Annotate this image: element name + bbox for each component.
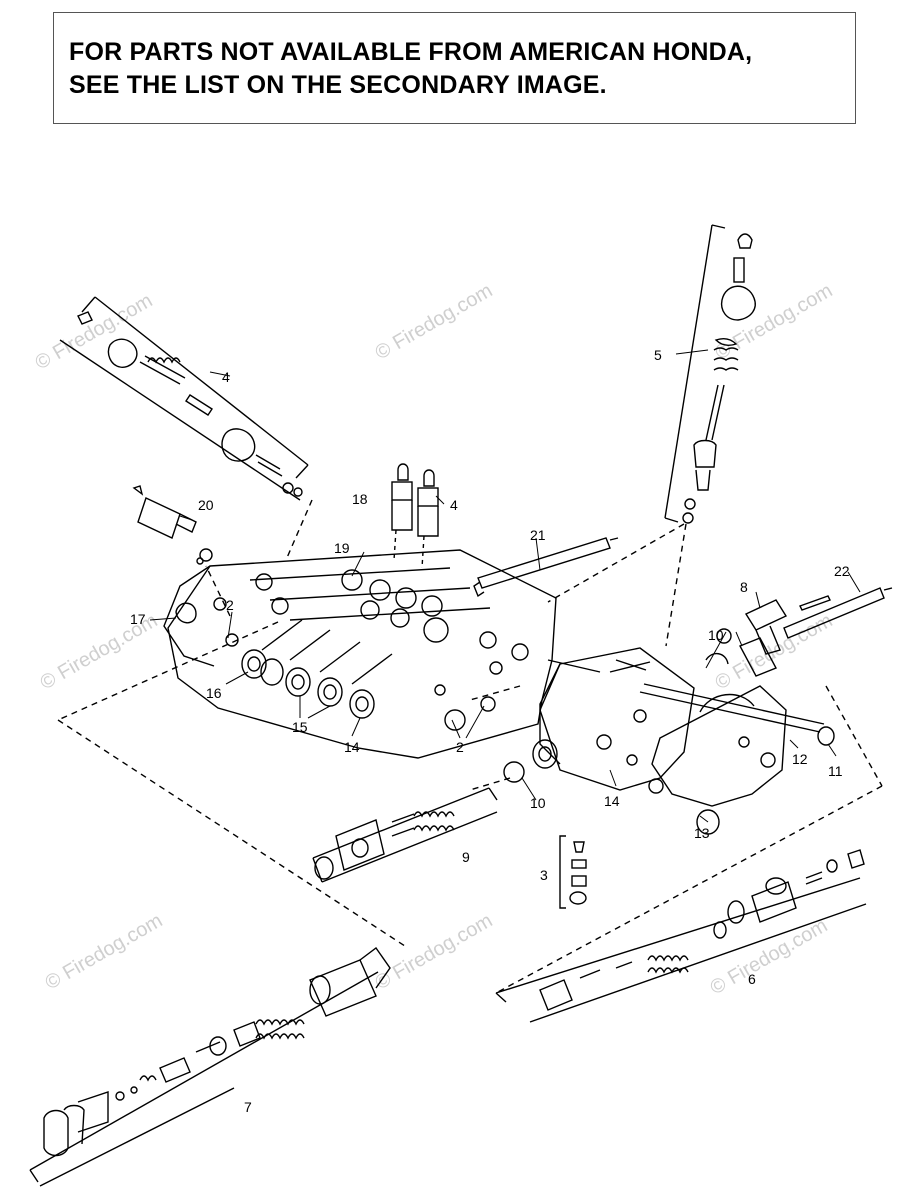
callout-18: 18 [352, 491, 368, 507]
callout-17: 17 [130, 611, 146, 627]
callout-10-upper: 10 [708, 627, 724, 643]
callout-15: 15 [292, 719, 308, 735]
callout-21: 21 [530, 527, 546, 543]
dashed-connectors [57, 499, 883, 994]
relief-valve-9 [312, 761, 525, 883]
callout-20: 20 [198, 497, 214, 513]
watermark: © Firedog.com [712, 280, 837, 365]
callout-16: 16 [206, 685, 222, 701]
valve-block-center [532, 647, 695, 791]
callout-14-center: 14 [604, 793, 620, 809]
watermark: © Firedog.com [372, 280, 497, 365]
callout-2-center: 2 [456, 739, 464, 755]
spool-22-lever-8 [705, 587, 893, 677]
callout-numbers: 4 5 20 18 4 19 21 8 22 17 2 10 16 15 14 … [130, 347, 850, 1115]
relief-valve-6 [495, 849, 867, 1023]
notice-line-1: FOR PARTS NOT AVAILABLE FROM AMERICAN HO… [69, 38, 753, 66]
callout-5: 5 [654, 347, 662, 363]
notice-box: FOR PARTS NOT AVAILABLE FROM AMERICAN HO… [53, 12, 856, 124]
callout-19: 19 [334, 540, 350, 556]
watermark: © Firedog.com [372, 910, 497, 995]
callout-8: 8 [740, 579, 748, 595]
notice-line-2: SEE THE LIST ON THE SECONDARY IMAGE. [69, 71, 607, 99]
cartridges-18-4 [391, 463, 439, 569]
callout-10-lower: 10 [530, 795, 546, 811]
valve-block-right [639, 683, 835, 835]
callout-11: 11 [828, 763, 843, 779]
relief-valve-7 [29, 947, 391, 1187]
callout-9: 9 [462, 849, 470, 865]
line-art [29, 224, 893, 1187]
cartridge-20 [132, 485, 213, 565]
callout-2-left: 2 [226, 597, 234, 613]
cartridge-group-4-left [59, 296, 309, 501]
callout-14-left: 14 [344, 739, 360, 755]
watermark: © Firedog.com [42, 910, 167, 995]
small-parts-3 [559, 835, 587, 909]
spool-21 [473, 537, 619, 598]
callout-22: 22 [834, 563, 850, 579]
leader-lines [149, 349, 861, 823]
callout-4-left: 4 [222, 369, 230, 385]
watermark: © Firedog.com [32, 290, 157, 375]
callout-3: 3 [540, 867, 548, 883]
callout-7: 7 [244, 1099, 252, 1115]
callout-12: 12 [792, 751, 808, 767]
cartridge-group-5 [664, 224, 756, 524]
callout-6: 6 [748, 971, 756, 987]
callout-4-right: 4 [450, 497, 458, 513]
valve-block-main [163, 549, 601, 759]
callout-13: 13 [694, 825, 710, 841]
